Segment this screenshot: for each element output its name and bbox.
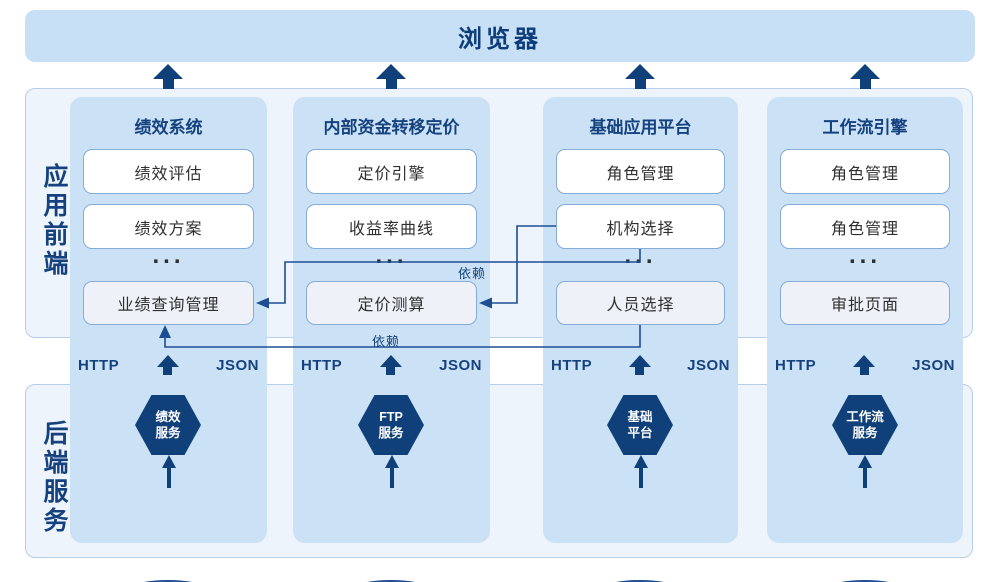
dependency-label: 依赖 bbox=[372, 334, 401, 349]
column2-to-browser-arrow-icon bbox=[376, 64, 406, 89]
browser-bar: 浏览器 bbox=[25, 10, 975, 62]
frontend-section-label: 应用前端 bbox=[40, 163, 68, 279]
module-box: 人员选择 bbox=[556, 281, 725, 325]
json-label: JSON bbox=[439, 356, 482, 374]
module-box: 绩效评估 bbox=[83, 149, 254, 194]
service-hexagon: 工作流 服务 bbox=[832, 395, 898, 455]
column1-to-browser-arrow-icon bbox=[153, 64, 183, 89]
column-title: 基础应用平台 bbox=[589, 118, 692, 137]
service-name-line2: 平台 bbox=[627, 426, 653, 440]
backend-section-label: 后端服务 bbox=[40, 420, 68, 536]
http-label: HTTP bbox=[775, 356, 817, 374]
http-json-row: HTTP JSON bbox=[543, 353, 738, 377]
column-fund-transfer-pricing: 内部资金转移定价 定价引擎 收益率曲线 ... 定价测算 HTTP JSON F… bbox=[293, 97, 490, 582]
db-to-service-arrow-icon bbox=[767, 455, 963, 488]
module-box: 定价引擎 bbox=[306, 149, 477, 194]
column-base-platform: 基础应用平台 角色管理 机构选择 ... 人员选择 HTTP JSON 基础 平… bbox=[543, 97, 738, 582]
http-json-row: HTTP JSON bbox=[70, 353, 267, 377]
module-box: 业绩查询管理 bbox=[83, 281, 254, 325]
module-box: 机构选择 bbox=[556, 204, 725, 249]
http-json-row: HTTP JSON bbox=[293, 353, 490, 377]
up-arrow-icon bbox=[156, 355, 179, 375]
db-to-service-arrow-icon bbox=[293, 455, 490, 488]
service-name-line1: 工作流 bbox=[846, 410, 884, 424]
dependency-label: 依赖 bbox=[458, 266, 487, 281]
json-label: JSON bbox=[687, 356, 730, 374]
module-box: 角色管理 bbox=[556, 149, 725, 194]
ellipsis: ... bbox=[624, 242, 657, 269]
service-name-line2: 服务 bbox=[852, 426, 878, 440]
up-arrow-icon bbox=[379, 355, 402, 375]
service-name-line2: 服务 bbox=[155, 426, 181, 440]
browser-title: 浏览器 bbox=[458, 25, 542, 53]
http-label: HTTP bbox=[78, 356, 120, 374]
service-name-line1: FTP bbox=[379, 410, 403, 424]
ellipsis: ... bbox=[848, 242, 881, 269]
json-label: JSON bbox=[912, 356, 955, 374]
column-title: 工作流引擎 bbox=[822, 118, 908, 137]
http-json-row: HTTP JSON bbox=[767, 353, 963, 377]
column3-to-browser-arrow-icon bbox=[625, 64, 655, 89]
db-to-service-arrow-icon bbox=[543, 455, 738, 488]
service-name-line1: 基础 bbox=[627, 410, 653, 424]
http-label: HTTP bbox=[301, 356, 343, 374]
service-hexagon: 基础 平台 bbox=[607, 395, 673, 455]
service-hexagon: FTP 服务 bbox=[358, 395, 424, 455]
service-name-line2: 服务 bbox=[378, 426, 404, 440]
column-performance-system: 绩效系统 绩效评估 绩效方案 ... 业绩查询管理 HTTP JSON 绩效 服… bbox=[70, 97, 267, 582]
up-arrow-icon bbox=[628, 355, 651, 375]
service-hexagon: 绩效 服务 bbox=[135, 395, 201, 455]
module-box: 角色管理 bbox=[780, 204, 950, 249]
module-box: 审批页面 bbox=[780, 281, 950, 325]
column4-to-browser-arrow-icon bbox=[850, 64, 880, 89]
up-arrow-icon bbox=[853, 355, 876, 375]
column-title: 内部资金转移定价 bbox=[323, 118, 460, 137]
http-label: HTTP bbox=[551, 356, 593, 374]
db-to-service-arrow-icon bbox=[70, 455, 267, 488]
module-box: 角色管理 bbox=[780, 149, 950, 194]
column-workflow-engine: 工作流引擎 角色管理 角色管理 ... 审批页面 HTTP JSON 工作流 服… bbox=[767, 97, 963, 582]
module-box: 绩效方案 bbox=[83, 204, 254, 249]
service-name-line1: 绩效 bbox=[155, 410, 181, 424]
module-box: 收益率曲线 bbox=[306, 204, 477, 249]
ellipsis: ... bbox=[152, 242, 185, 269]
module-box: 定价测算 bbox=[306, 281, 477, 325]
column-title: 绩效系统 bbox=[134, 118, 203, 137]
json-label: JSON bbox=[216, 356, 259, 374]
